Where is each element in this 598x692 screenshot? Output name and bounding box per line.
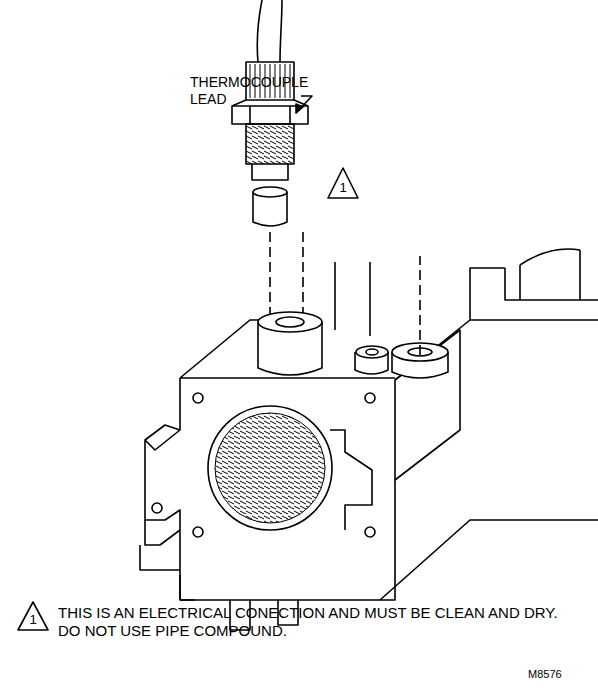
thermocouple-port xyxy=(355,256,448,378)
contact-tip xyxy=(253,187,287,226)
threaded-stem xyxy=(246,124,294,180)
cable xyxy=(257,0,282,62)
leader-arrowhead xyxy=(296,104,303,113)
valve-body xyxy=(140,249,598,630)
note-text: THIS IS AN ELECTRICAL CONECTION AND MUST… xyxy=(58,604,558,640)
top-boss xyxy=(258,312,322,375)
callout-number: 1 xyxy=(333,180,353,196)
leader-line xyxy=(296,96,312,113)
hex-fitting xyxy=(232,100,308,124)
drawing-number: M8576 xyxy=(528,668,588,681)
callout-triangle xyxy=(328,168,358,198)
part-label: THERMOCOUPLE LEAD xyxy=(190,74,310,108)
callout-triangle xyxy=(18,602,48,630)
rear-tube xyxy=(335,262,370,336)
callout-number: 1 xyxy=(23,612,43,628)
